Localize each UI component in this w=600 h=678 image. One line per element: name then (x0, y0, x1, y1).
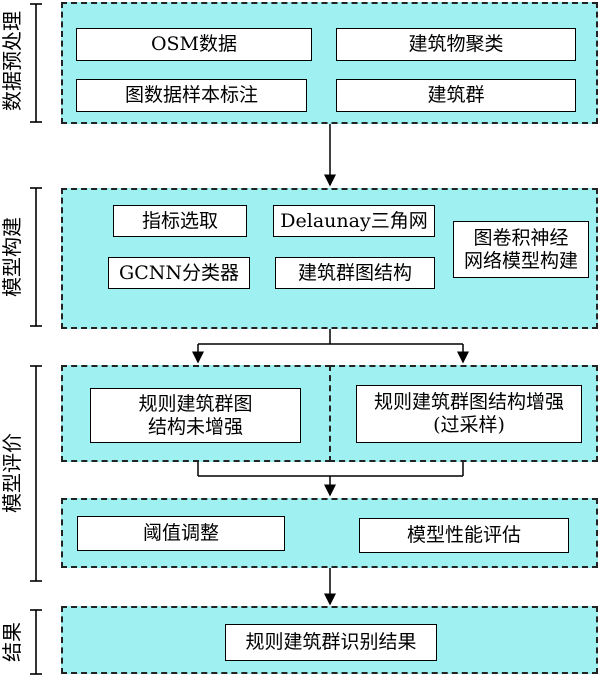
box-threshold-adjustment: 阈值调整 (77, 516, 285, 551)
box-performance-evaluation: 模型性能评估 (359, 518, 569, 553)
box-graph-structure: 建筑群图结构 (275, 257, 435, 289)
box-indicator-selection: 指标选取 (113, 205, 247, 237)
box-building-groups: 建筑群 (336, 79, 576, 112)
box-sample-labeling: 图数据样本标注 (76, 79, 307, 112)
stage-label-result: 结果 (0, 622, 24, 662)
stage-arrows (192, 124, 469, 606)
box-delaunay: Delaunay三角网 (273, 205, 435, 237)
box-gcn-construction: 图卷积神经 网络模型构建 (453, 221, 589, 278)
stage-brackets (30, 3, 42, 675)
stage-label-model-build: 模型构建 (0, 217, 24, 297)
box-augmentation: 规则建筑群图结构增强 (过采样) (356, 385, 582, 443)
box-final-result: 规则建筑群识别结果 (225, 624, 437, 661)
stage-label-model-eval: 模型评价 (0, 433, 24, 513)
stage-label-preprocess: 数据预处理 (0, 11, 24, 111)
box-gcnn-classifier: GCNN分类器 (108, 257, 250, 289)
box-no-augmentation: 规则建筑群图 结构未增强 (90, 388, 301, 443)
box-osm-data: OSM数据 (76, 28, 312, 61)
box-building-clustering: 建筑物聚类 (336, 28, 576, 61)
